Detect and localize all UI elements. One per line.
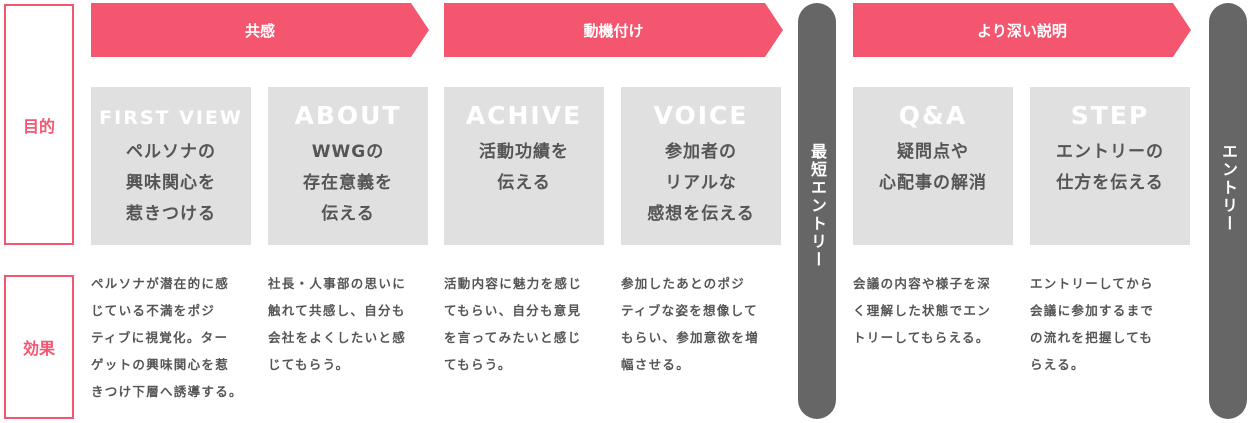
section-card: STEP エントリーの 仕方を伝える bbox=[1030, 87, 1190, 245]
section-title: FIRST VIEW bbox=[99, 107, 243, 129]
section-card: ACHIVE 活動功績を 伝える bbox=[444, 87, 604, 245]
section-effect: ペルソナが潜在的に感 じている不満をポジ ティブに視覚化。ター ゲットの興味関心… bbox=[91, 276, 243, 399]
section-effect: 社長・人事部の思いに 触れて共感し、自分も 会社をよくしたいと感 じてもらう。 bbox=[268, 276, 407, 372]
entry-bar: エントリー bbox=[1209, 3, 1247, 419]
section-effect: 参加したあとのポジ ティブな姿を想像して もらい、参加意欲を増 幅させる。 bbox=[621, 276, 760, 372]
section-effect: 活動内容に魅力を感じ てもらい、自分も意見 を言ってみたいと感じ てもらう。 bbox=[444, 276, 583, 372]
section-purpose: 参加者の リアルな 感想を伝える bbox=[647, 142, 755, 224]
section-title: ABOUT bbox=[294, 101, 402, 130]
section-title: VOICE bbox=[653, 101, 749, 130]
section-card: Q&A 疑問点や 心配事の解消 bbox=[853, 87, 1013, 245]
label-effect: 効果 bbox=[4, 275, 74, 419]
section-effect: エントリーしてから 会議に参加するまで の流れを把握しても らえる。 bbox=[1030, 276, 1155, 372]
section-purpose: ペルソナの 興味関心を 惹きつける bbox=[126, 142, 216, 224]
stage-deeper-explanation: より深い説明 bbox=[853, 3, 1191, 57]
section-title: STEP bbox=[1070, 101, 1150, 130]
shortest-entry-label: 最短エントリー bbox=[808, 143, 827, 269]
section-effect: 会議の内容や様子を深 く理解した状態でエン トリーしてもらえる。 bbox=[853, 276, 992, 345]
section-card: VOICE 参加者の リアルな 感想を伝える bbox=[621, 87, 781, 245]
section-purpose: エントリーの 仕方を伝える bbox=[1056, 142, 1164, 193]
section-card: ABOUT WWGの 存在意義を 伝える bbox=[268, 87, 428, 245]
stage-motivation: 動機付け bbox=[444, 3, 783, 57]
shortest-entry-bar: 最短エントリー bbox=[798, 3, 836, 419]
section-purpose: 活動功績を 伝える bbox=[479, 142, 569, 193]
section-card: FIRST VIEW ペルソナの 興味関心を 惹きつける bbox=[91, 87, 251, 245]
section-title: ACHIVE bbox=[465, 101, 583, 130]
section-purpose: 疑問点や 心配事の解消 bbox=[879, 142, 987, 193]
stage-empathy: 共感 bbox=[91, 3, 429, 57]
label-purpose: 目的 bbox=[4, 4, 74, 245]
entry-label: エントリー bbox=[1219, 143, 1238, 233]
section-purpose: WWGの 存在意義を 伝える bbox=[303, 142, 393, 224]
section-title: Q&A bbox=[898, 101, 968, 130]
